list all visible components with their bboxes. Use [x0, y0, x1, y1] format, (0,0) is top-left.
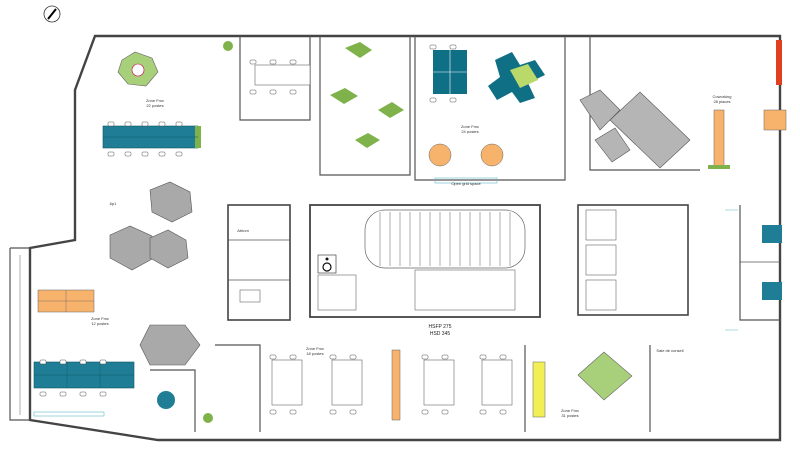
- ghe-label: Sale de conseil: [656, 348, 683, 353]
- chair: [39, 359, 47, 365]
- wheelchair-icon: [317, 254, 337, 274]
- chair: [99, 359, 107, 365]
- gray-hex-rooms-left: [109, 181, 193, 271]
- chair: [429, 44, 437, 50]
- small-rooms-cluster: [227, 204, 291, 321]
- zone-label-1b: 22 postes: [146, 103, 163, 108]
- chair: [59, 359, 67, 365]
- chair: [249, 89, 257, 95]
- chair: [289, 409, 297, 415]
- chair: [158, 121, 166, 127]
- central-core: [309, 204, 689, 318]
- chair: [499, 354, 507, 360]
- grid-label: Open grid space: [451, 181, 481, 186]
- chair: [449, 44, 457, 50]
- room-row-top: [239, 36, 700, 181]
- chair: [421, 354, 429, 360]
- chair: [249, 59, 257, 65]
- chair: [269, 89, 277, 95]
- chair: [329, 409, 337, 415]
- teal-desk-block: [433, 50, 545, 103]
- chair: [289, 89, 297, 95]
- chair: [175, 121, 183, 127]
- chair: [39, 391, 47, 397]
- zone-label-4b: 31 postes: [561, 413, 578, 418]
- chair: [124, 121, 132, 127]
- chair: [99, 391, 107, 397]
- workstation-cluster-1: [102, 125, 201, 149]
- chair: [269, 409, 277, 415]
- plant-icon: [203, 41, 233, 423]
- chair: [79, 391, 87, 397]
- zone-label-top-b: 24 postes: [461, 129, 478, 134]
- chair: [158, 151, 166, 157]
- chair: [349, 354, 357, 360]
- chair: [479, 409, 487, 415]
- chair: [421, 409, 429, 415]
- green-pattern-room: [330, 42, 404, 148]
- chair: [441, 409, 449, 415]
- outer-walls: [9, 34, 782, 442]
- chair: [141, 151, 149, 157]
- chair: [429, 97, 437, 103]
- chair: [269, 59, 277, 65]
- chairs: [39, 44, 507, 415]
- chair: [449, 97, 457, 103]
- chair: [269, 354, 277, 360]
- chair: [479, 354, 487, 360]
- chair: [79, 359, 87, 365]
- center-code: HSFP 275: [429, 324, 452, 330]
- chair: [175, 151, 183, 157]
- chair: [289, 354, 297, 360]
- coworking-label-b: 28 places: [713, 99, 730, 104]
- orange-table-group: [37, 289, 95, 313]
- chair: [107, 121, 115, 127]
- zone-label-3b: 18 postes: [306, 351, 323, 356]
- meeting-label: 6p1: [110, 201, 117, 206]
- gray-meeting-room-bottom: [139, 324, 201, 432]
- zone-label-3: Zone Fmc: [306, 346, 324, 351]
- chair: [107, 151, 115, 157]
- right-cabins: [725, 205, 782, 331]
- coworking-bench: [708, 40, 787, 169]
- coworking-label: Coworking: [713, 94, 732, 99]
- sas-label: Atrium: [237, 228, 249, 233]
- zone-labels: Zone Fmc 22 postes Zone Fmc 12 postes Zo…: [91, 94, 731, 418]
- zone-label-2: Zone Fmc: [91, 316, 109, 321]
- chair: [349, 409, 357, 415]
- gray-diagonal-rooms: [579, 89, 691, 169]
- green-diamond-table: [577, 351, 633, 401]
- chair: [329, 354, 337, 360]
- teal-desk-block-bottom-left: [33, 361, 135, 417]
- zone-label-2b: 12 postes: [91, 321, 108, 326]
- chair: [499, 409, 507, 415]
- north-arrow-icon: [43, 5, 61, 23]
- green-hex-meeting: [117, 51, 159, 87]
- zone-label-4: Zone Fmc: [561, 408, 579, 413]
- zone-label-1: Zone Fmc: [146, 98, 164, 103]
- bottom-workstations: [215, 344, 651, 432]
- chair: [141, 121, 149, 127]
- chair: [441, 354, 449, 360]
- chair: [289, 59, 297, 65]
- chair: [59, 391, 67, 397]
- orange-round-tables: [428, 143, 504, 184]
- chair: [124, 151, 132, 157]
- center-sub: HSD 345: [430, 331, 451, 337]
- zone-label-top: Zone Fmc: [461, 124, 479, 129]
